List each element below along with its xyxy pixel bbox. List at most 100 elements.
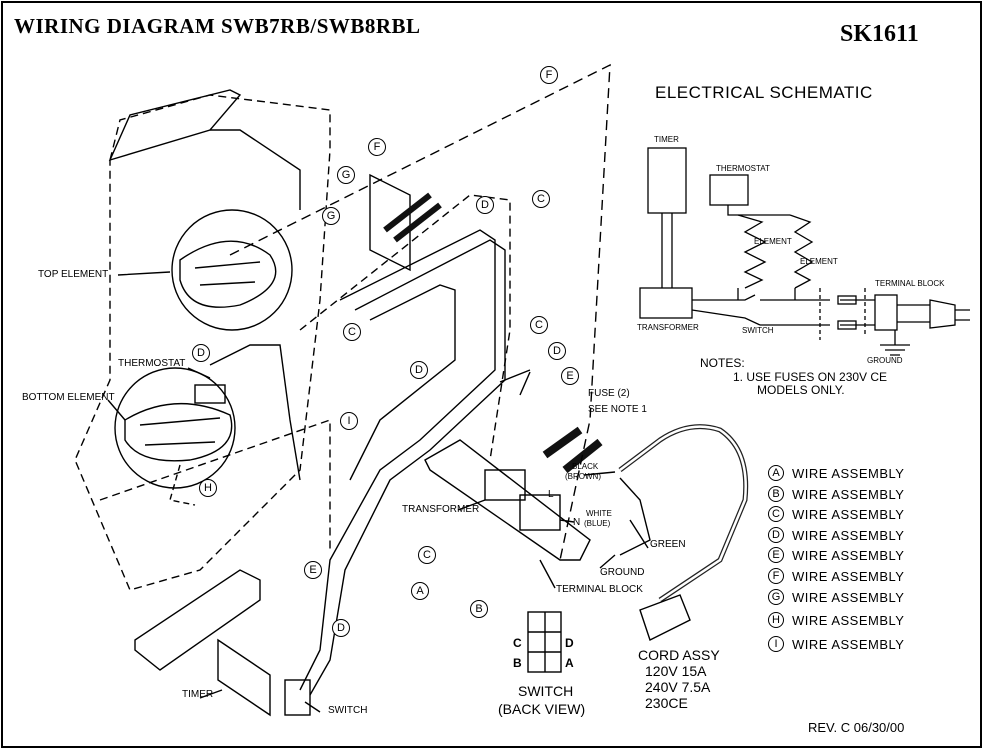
legend-letter: E [768, 547, 784, 563]
callout-c-2: C [343, 323, 361, 341]
label-white: WHITE [586, 509, 612, 518]
legend-text: WIRE ASSEMBLY [792, 527, 905, 543]
label-switch: SWITCH [328, 705, 368, 716]
schem-element-2 [789, 214, 814, 289]
callout-g-1: G [337, 166, 355, 184]
terminal-block [484, 469, 526, 501]
dashed-run-i [99, 419, 331, 550]
schem-element-1 [737, 214, 767, 289]
legend-letter: H [768, 612, 784, 628]
callout-d-1: D [476, 196, 494, 214]
revision-label: REV. C 06/30/00 [808, 720, 905, 735]
terminal-bracket [424, 439, 591, 561]
callout-d-2: D [548, 342, 566, 360]
callout-c-3: C [530, 316, 548, 334]
legend-row-c: C WIRE ASSEMBLY [768, 504, 904, 524]
callout-a: A [411, 582, 429, 600]
label-top-element: TOP ELEMENT [38, 269, 109, 280]
switch-pin-d: D [565, 636, 574, 650]
callout-f-top: F [540, 66, 558, 84]
schem-label-terminal-block: TERMINAL BLOCK [875, 279, 945, 288]
top-element-circle [171, 209, 293, 331]
callout-f: F [368, 138, 386, 156]
mount-plate [369, 173, 411, 272]
wire-bundle-2 [299, 229, 496, 691]
callout-e-2: E [304, 561, 322, 579]
label-black: BLACK [572, 462, 599, 471]
top-element-coil [179, 240, 277, 308]
schem-plug [929, 299, 970, 329]
schem-label-transformer: TRANSFORMER [637, 323, 699, 332]
label-l: L [548, 489, 554, 500]
legend-letter: A [768, 465, 784, 481]
callout-d-thermo: D [192, 344, 210, 362]
label-blue: (BLUE) [584, 519, 611, 528]
schem-label-switch: SWITCH [742, 326, 774, 335]
legend-text: WIRE ASSEMBLY [792, 636, 905, 652]
label-fuse: FUSE (2) [588, 388, 630, 399]
legend-row-a: A WIRE ASSEMBLY [768, 463, 904, 483]
cord-rating-2: 240V 7.5A [645, 679, 711, 695]
notes-heading: NOTES: [700, 356, 745, 370]
plug-body [639, 594, 691, 641]
legend-letter: B [768, 486, 784, 502]
callout-i: I [340, 412, 358, 430]
schem-label-timer: TIMER [654, 135, 679, 144]
label-terminal-block: TERMINAL BLOCK [556, 584, 643, 595]
label-see-note: SEE NOTE 1 [588, 404, 647, 415]
legend-letter: D [768, 527, 784, 543]
callout-c-1: C [532, 190, 550, 208]
label-bottom-element: BOTTOM ELEMENT [22, 392, 115, 403]
schem-thermostat-box [709, 174, 749, 206]
notes-line-1: 1. USE FUSES ON 230V CE [733, 370, 888, 384]
timer-body [217, 638, 271, 717]
label-timer: TIMER [182, 689, 214, 700]
label-brown: (BROWN) [565, 472, 601, 481]
oven-top-shell [108, 89, 242, 162]
schem-transformer-box [639, 287, 693, 319]
legend-text: WIRE ASSEMBLY [792, 506, 905, 522]
thermostat-body [194, 384, 226, 404]
schem-terminal-block [874, 294, 898, 331]
legend-row-h: H WIRE ASSEMBLY [768, 610, 904, 630]
legend-letter: I [768, 636, 784, 652]
dashed-run-f [229, 63, 611, 561]
cord-assy-heading: CORD ASSY [638, 647, 720, 663]
ground-wire [619, 477, 651, 556]
schem-label-element-1: ELEMENT [754, 237, 792, 246]
legend-text: WIRE ASSEMBLY [792, 486, 905, 502]
switch-pin-b: B [513, 656, 522, 670]
dashed-run-h [169, 464, 196, 506]
notes-line-2: MODELS ONLY. [757, 383, 845, 397]
label-ground: GROUND [600, 567, 645, 578]
switch-back-label: SWITCH [518, 683, 574, 699]
legend-row-e: E WIRE ASSEMBLY [768, 545, 904, 565]
legend-text: WIRE ASSEMBLY [792, 568, 905, 584]
legend-text: WIRE ASSEMBLY [792, 612, 905, 628]
schem-timer-box [647, 147, 687, 214]
switch-back-view-label: (BACK VIEW) [498, 701, 586, 717]
legend-text: WIRE ASSEMBLY [792, 547, 905, 563]
legend-text: WIRE ASSEMBLY [792, 465, 905, 481]
oven-top-side [210, 129, 301, 210]
schem-dashed-box [819, 288, 866, 340]
legend-letter: C [768, 506, 784, 522]
legend-row-i: I WIRE ASSEMBLY [768, 634, 904, 654]
cord-rating-3: 230CE [645, 695, 688, 711]
legend-text: WIRE ASSEMBLY [792, 589, 905, 605]
bottom-element-circle [114, 367, 236, 489]
wire-bundle-4 [349, 284, 456, 481]
leader-lines [107, 271, 649, 713]
oven-base [134, 569, 261, 671]
transformer-block [519, 494, 561, 531]
label-green: GREEN [650, 539, 686, 550]
legend-row-b: B WIRE ASSEMBLY [768, 484, 904, 504]
cord-rating-1: 120V 15A [645, 663, 707, 679]
power-cord-inner [619, 425, 747, 602]
electrical-schematic [639, 147, 970, 356]
label-transformer: TRANSFORMER [402, 504, 480, 515]
wire-bundle-1 [209, 344, 301, 481]
